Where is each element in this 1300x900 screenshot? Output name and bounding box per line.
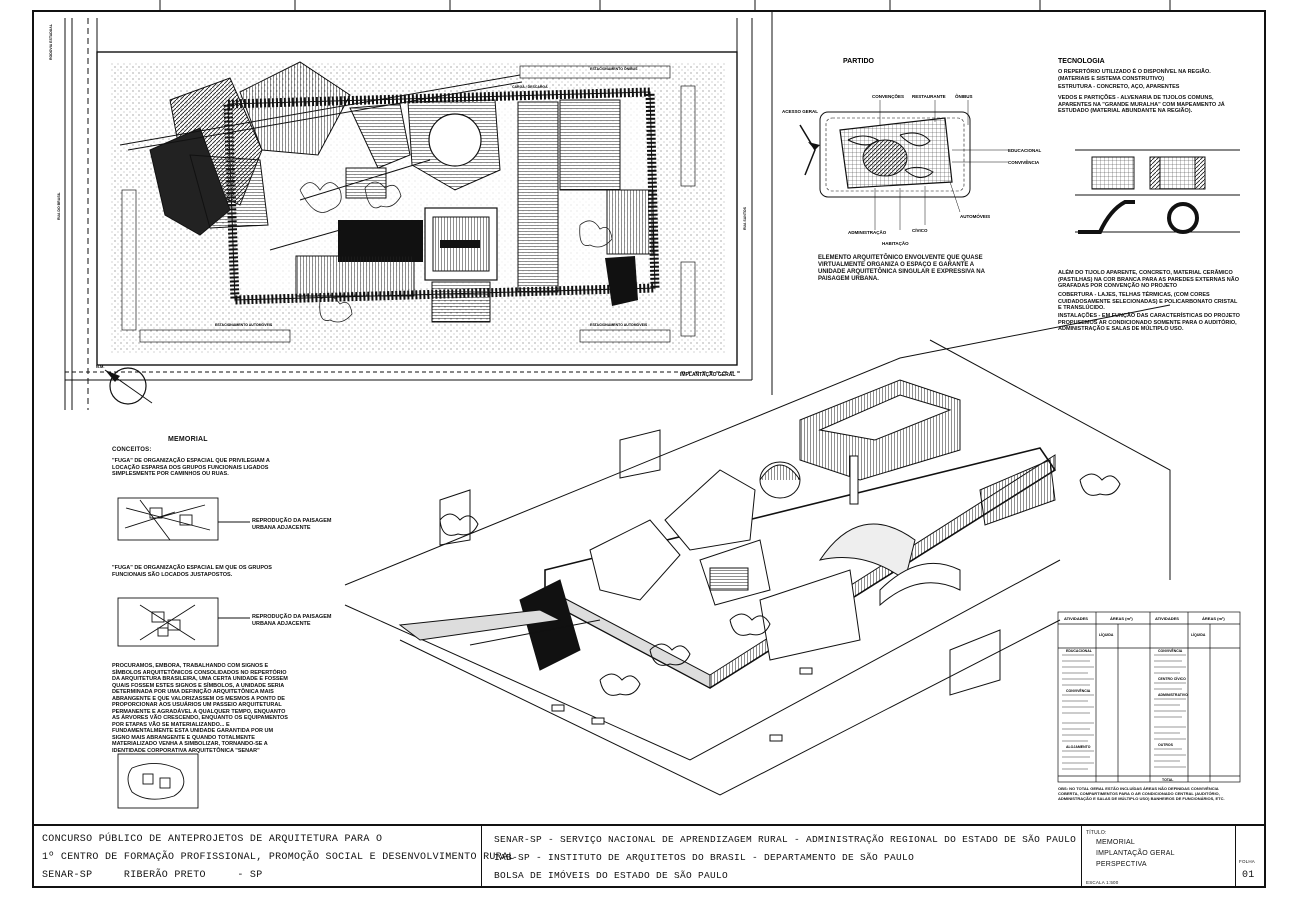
label-site-left: RODOVIA ESTADUAL xyxy=(49,23,53,60)
tecnologia-p1: O REPERTÓRIO UTILIZADO É O DISPONÍVEL NA… xyxy=(1058,69,1211,82)
partido-label-onibus: ÔNIBUS xyxy=(955,92,973,99)
sponsor-line-3: BOLSA DE IMÓVEIS DO ESTADO DE SÃO PAULO xyxy=(494,870,729,881)
site-plan xyxy=(64,18,753,410)
partido-label-acesso: ACESSO GERAL xyxy=(782,109,818,114)
areas-table-rows xyxy=(1062,654,1186,770)
folha-value: 01 xyxy=(1242,870,1255,881)
partido-label-habitacao: HABITAÇÃO xyxy=(882,240,909,246)
contest-line-3: SENAR-SP RIBERÃO PRETO - SP xyxy=(42,870,263,881)
contest-line-1: CONCURSO PÚBLICO DE ANTEPROJETOS DE ARQU… xyxy=(42,834,383,845)
sponsor-line-1: SENAR-SP - SERVIÇO NACIONAL DE APRENDIZA… xyxy=(494,834,1077,845)
memorial-label-1: REPRODUÇÃO DA PAISAGEM URBANA ADJACENTE xyxy=(252,518,332,531)
title-block-titulo: TÍTULO: MEMORIAL IMPLANTAÇÃO GERAL PERSP… xyxy=(1082,826,1236,888)
label-parking-bottom-left: ESTACIONAMENTO AUTOMÓVEIS xyxy=(215,322,273,327)
areas-subheader-1: LÍQUIDA xyxy=(1099,632,1114,637)
areas-group-left-1: EDUCACIONAL xyxy=(1066,649,1093,653)
areas-group-left-2: CONVIVÊNCIA xyxy=(1066,688,1091,693)
titulo-line-3: PERSPECTIVA xyxy=(1096,861,1147,868)
partido-diagram xyxy=(799,100,1008,230)
memorial-sketch-3 xyxy=(117,753,199,809)
tecnologia-p4: ALÉM DO TIJOLO APARENTE, CONCRETO, MATER… xyxy=(1058,270,1239,289)
tecnologia-p2: ESTRUTURA - CONCRETO, AÇO, APARENTES xyxy=(1058,84,1180,90)
sponsor-line-2: IAB-SP - INSTITUTO DE ARQUITETOS DO BRAS… xyxy=(494,852,915,863)
areas-group-right-4: OUTROS xyxy=(1158,743,1174,747)
sheet-top-ticks xyxy=(159,0,1171,10)
tecnologia-p5: COBERTURA - LAJES, TELHAS TÉRMICAS, (COM… xyxy=(1058,292,1238,311)
memorial-item-1: "FUGA" DE ORGANIZAÇÃO ESPACIAL QUE PRIVI… xyxy=(112,458,270,477)
escala-label: ESCALA 1:500 xyxy=(1086,880,1119,885)
label-street-left: RUA DO BRASIL xyxy=(57,191,61,220)
drawing-sheet xyxy=(32,10,1266,888)
memorial-title: MEMORIAL xyxy=(168,436,208,443)
partido-label-administracao: ADMINISTRAÇÃO xyxy=(848,229,887,235)
areas-group-right-3: ADMINISTRATIVO xyxy=(1158,693,1188,697)
title-block-middle: SENAR-SP - SERVIÇO NACIONAL DE APRENDIZA… xyxy=(482,826,1082,888)
title-block-folha: FOLHA 01 xyxy=(1236,826,1264,888)
label-parking-top: ESTACIONAMENTO ÔNIBUS xyxy=(590,66,638,71)
memorial-sketch-1 xyxy=(117,497,250,541)
areas-total: TOTAL xyxy=(1162,778,1174,782)
label-loading: CARGA / DESCARGA xyxy=(512,85,548,89)
tecnologia-p6: INSTALAÇÕES - EM FUNÇÃO DAS CARACTERÍSTI… xyxy=(1058,313,1240,332)
partido-caption: ELEMENTO ARQUITETÔNICO ENVOLVENTE QUE QU… xyxy=(818,255,985,282)
north-arrow-icon xyxy=(104,367,153,405)
label-parking-bottom-right: ESTACIONAMENTO AUTOMÓVEIS xyxy=(590,322,648,327)
areas-note: OBS: NO TOTAL GERAL ESTÃO INCLUÍDAS ÁREA… xyxy=(1058,786,1225,801)
areas-header-2: ÁREAS (m²) xyxy=(1110,616,1133,621)
partido-title: PARTIDO xyxy=(843,58,875,65)
partido-label-civico: CÍVICO xyxy=(912,226,928,233)
areas-header-1: ATIVIDADES xyxy=(1064,616,1088,621)
tecnologia-details xyxy=(1075,149,1240,234)
titulo-line-2: IMPLANTAÇÃO GERAL xyxy=(1096,850,1175,857)
memorial-sketch-2 xyxy=(117,597,250,647)
title-block: CONCURSO PÚBLICO DE ANTEPROJETOS DE ARQU… xyxy=(32,824,1266,888)
partido-label-convivencia: CONVIVÊNCIA xyxy=(1008,158,1040,165)
title-block-left: CONCURSO PÚBLICO DE ANTEPROJETOS DE ARQU… xyxy=(32,826,514,888)
partido-label-educacional: EDUCACIONAL xyxy=(1008,148,1042,153)
tecnologia-title: TECNOLOGIA xyxy=(1058,58,1105,65)
areas-subheader-3: LÍQUIDA xyxy=(1191,632,1206,637)
isometric-perspective xyxy=(344,304,1171,796)
partido-label-automoveis: AUTOMÓVEIS xyxy=(960,212,990,219)
areas-group-left-3: ALOJAMENTO xyxy=(1066,745,1091,749)
areas-header-4: ÁREAS (m²) xyxy=(1202,616,1225,621)
areas-group-right-1: CONVIVÊNCIA xyxy=(1158,648,1183,653)
plan-title: IMPLANTAÇÃO GERAL xyxy=(680,371,735,378)
partido-label-convencoes: CONVENÇÕES xyxy=(872,93,904,99)
partido-label-restaurante: RESTAURANTE xyxy=(912,94,946,99)
north-label: N.M. xyxy=(96,364,104,369)
areas-header-3: ATIVIDADES xyxy=(1155,616,1179,621)
titulo-line-1: MEMORIAL xyxy=(1096,839,1135,846)
folha-label: FOLHA xyxy=(1239,859,1256,864)
memorial-item-2: "FUGA" DE ORGANIZAÇÃO ESPACIAL EM QUE OS… xyxy=(112,565,272,578)
titulo-label: TÍTULO: xyxy=(1086,830,1107,836)
architectural-drawing: RODOVIA ESTADUAL RUA DO BRASIL RUA SANTO… xyxy=(49,10,1241,809)
label-street-right: RUA SANTOS xyxy=(743,206,747,230)
contest-line-2: 1º CENTRO DE FORMAÇÃO PROFISSIONAL, PROM… xyxy=(42,852,515,863)
tecnologia-p3: VEDOS E PARTIÇÕES - ALVENARIA DE TIJOLOS… xyxy=(1058,95,1225,114)
memorial-label-2: REPRODUÇÃO DA PAISAGEM URBANA ADJACENTE xyxy=(252,614,332,627)
memorial-body: PROCURAMOS, EMBORA, TRABALHANDO COM SIGN… xyxy=(112,663,288,754)
memorial-conceitos: CONCEITOS: xyxy=(112,447,152,453)
areas-table xyxy=(1057,611,1241,783)
areas-group-right-2: CENTRO CÍVICO xyxy=(1158,676,1186,681)
